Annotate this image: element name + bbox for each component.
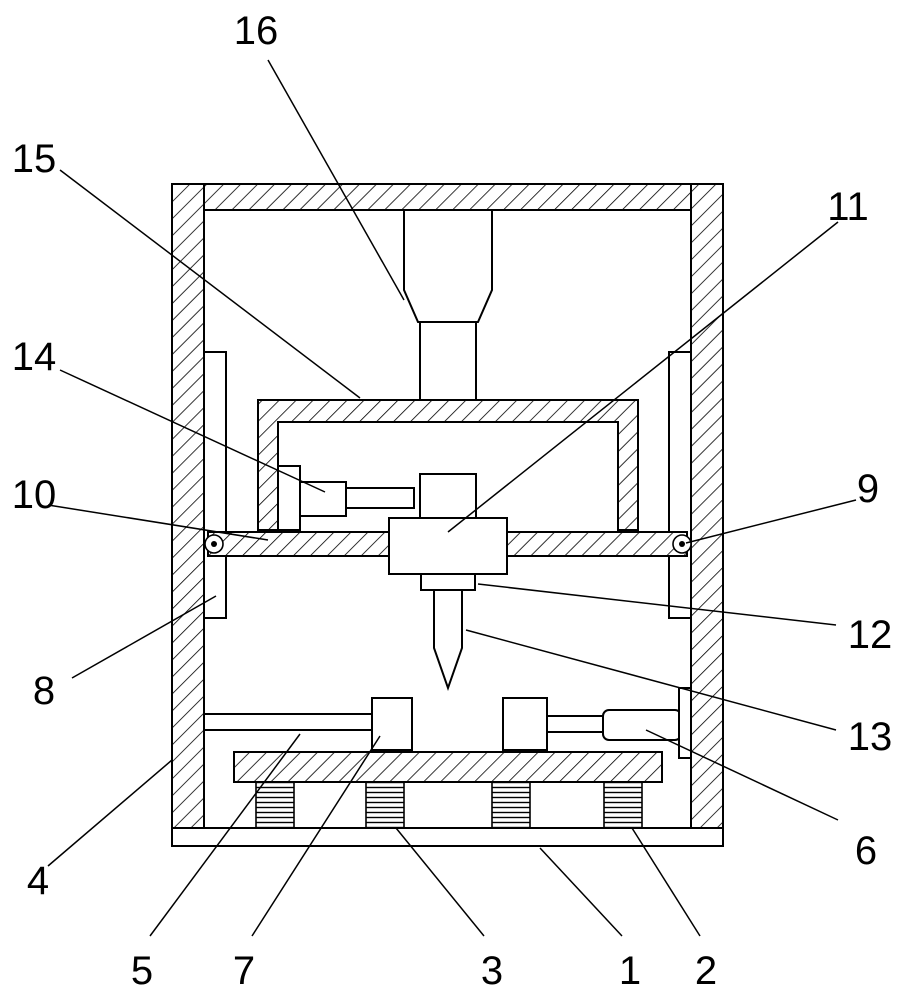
callout-1: 1: [619, 949, 641, 993]
spring-3: [491, 781, 531, 829]
leader-lines: [47, 59, 857, 937]
workbench-plate: [233, 751, 663, 783]
top-cylinder: [403, 209, 493, 323]
spring-2: [365, 781, 405, 829]
callout-6: 6: [855, 829, 877, 873]
callout-4: 4: [27, 859, 49, 903]
base-plate: [171, 827, 724, 847]
callout-12: 12: [848, 613, 893, 657]
callout-11: 11: [827, 185, 869, 229]
roller-left: [204, 534, 224, 554]
left-clamp: [371, 697, 413, 751]
callout-5: 5: [131, 949, 153, 993]
outer-housing: [171, 183, 724, 829]
chuck: [420, 573, 476, 591]
callout-3: 3: [481, 949, 503, 993]
callout-9: 9: [857, 467, 879, 511]
callout-7: 7: [233, 949, 255, 993]
spring-1: [255, 781, 295, 829]
callout-13: 13: [848, 715, 893, 759]
roller-right: [672, 534, 692, 554]
horizontal-actuator: [299, 481, 347, 517]
clamp-rod-right: [546, 715, 604, 733]
drill-bit: [433, 589, 463, 692]
callout-16: 16: [234, 9, 279, 53]
right-cylinder-mount: [678, 687, 692, 759]
u-frame: [257, 399, 639, 531]
cylinder-rod: [419, 321, 477, 401]
callout-10: 10: [12, 473, 57, 517]
right-guide-rail: [668, 351, 692, 619]
callout-2: 2: [695, 949, 717, 993]
callout-15: 15: [12, 137, 57, 181]
callout-8: 8: [33, 669, 55, 713]
right-clamp-cylinder: [602, 709, 682, 741]
spring-4: [603, 781, 643, 829]
drill-motor: [388, 517, 508, 575]
actuator-rod: [345, 487, 415, 509]
callout-14: 14: [12, 335, 57, 379]
slider-top: [419, 473, 477, 519]
left-guide-rail: [203, 351, 227, 619]
right-clamp: [502, 697, 548, 751]
clamp-rod-left: [203, 713, 373, 731]
